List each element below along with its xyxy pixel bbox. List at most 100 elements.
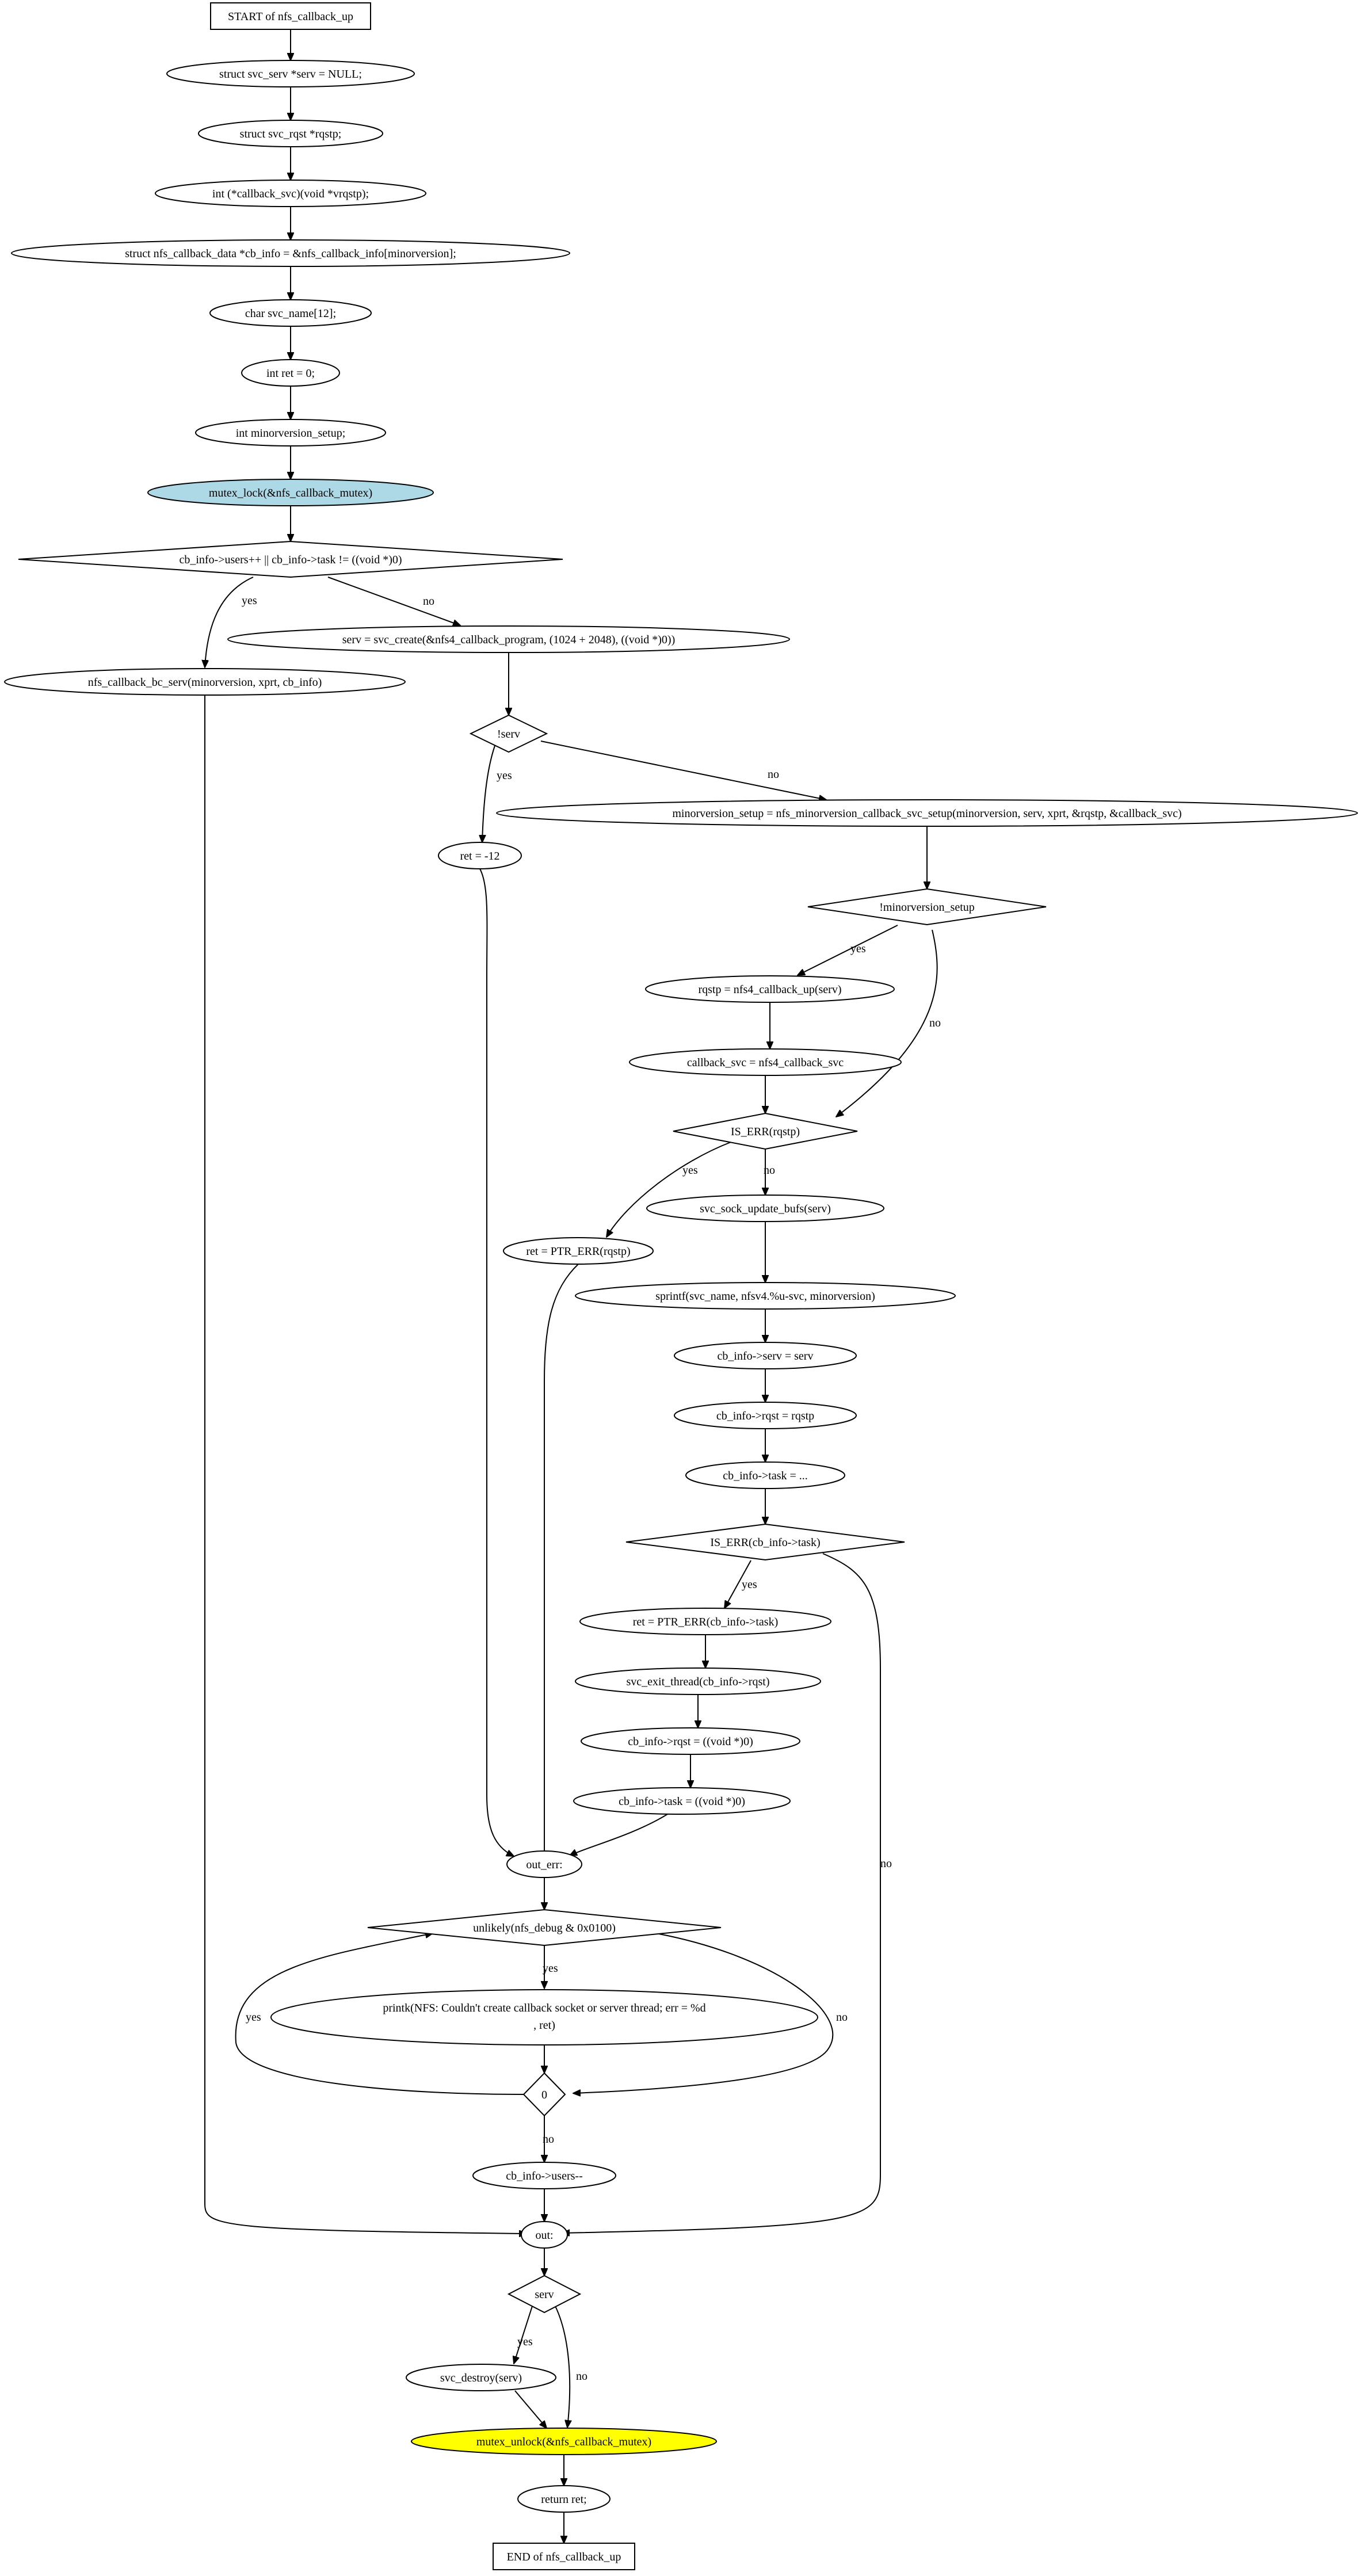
label-loop-yes: yes [246,2011,261,2024]
end-node: END of nfs_callback_up [493,2543,635,2570]
nodes: START of nfs_callback_up struct svc_serv… [4,2,1358,2570]
zero-decision: 0 [522,2072,566,2117]
rqstp-up-node: rqstp = nfs4_callback_up(serv) [645,975,895,1003]
edge-serv-check-no [555,2306,570,2428]
svc-name-decl-label: char svc_name[12]; [245,307,336,320]
cb-rqst-null-node: cb_info->rqst = ((void *)0) [581,1727,800,1755]
ret-ptr-err-rqstp-node: ret = PTR_ERR(rqstp) [503,1237,654,1265]
label-serv-yes: yes [497,769,512,782]
is-err-task-decision: IS_ERR(cb_info->task) [625,1523,905,1561]
label-users-yes: yes [242,594,257,607]
cb-task-node: cb_info->task = ... [685,1461,845,1489]
edge-is-err-task-yes [724,1560,751,1608]
label-task-yes: yes [742,1578,757,1591]
out-node: out: [521,2221,568,2249]
ret-decl-label: int ret = 0; [266,367,315,380]
return-ret-node: return ret; [517,2485,611,2513]
label-rqstp-no: no [764,1164,775,1177]
edge-destroy-to-unlock [514,2390,547,2428]
svc-destroy-label: svc_destroy(serv) [440,2372,522,2384]
unlikely-decision: unlikely(nfs_debug & 0x0100) [367,1909,722,1947]
svc-exit-thread-node: svc_exit_thread(cb_info->rqst) [575,1667,821,1695]
cb-rqst-label: cb_info->rqst = rqstp [716,1410,814,1422]
edge-serv-check-yes [514,2306,533,2364]
not-serv-decision: !serv [469,714,548,753]
cb-task-null-node: cb_info->task = ((void *)0) [573,1787,791,1815]
sprintf-label: sprintf(svc_name, nfsv4.%u-svc, minorver… [655,1290,875,1303]
label-serv-check-no: no [576,2370,587,2383]
edge-loop-yes [235,1933,525,2095]
sprintf-node: sprintf(svc_name, nfsv4.%u-svc, minorver… [575,1282,956,1310]
cb-rqst-null-label: cb_info->rqst = ((void *)0) [628,1735,753,1748]
label-rqstp-yes: yes [682,1164,698,1177]
out-err-node: out_err: [506,1850,582,1878]
label-unlikely-no: no [836,2011,848,2024]
edge-users-check-yes [205,577,254,667]
edge-labels: yes no yes no yes no yes no yes no yes n… [242,594,941,2383]
minorversion-setup-call-label: minorversion_setup = nfs_minorversion_ca… [672,807,1181,820]
not-minorversion-setup-label: !minorversion_setup [879,901,975,914]
edge-is-err-rqstp-yes [606,1142,731,1237]
svc-create-label: serv = svc_create(&nfs4_callback_program… [342,633,675,646]
ret-decl-node: int ret = 0; [241,359,340,387]
users-check-decision: cb_info->users++ || cb_info->task != ((v… [18,540,563,578]
serv-decl-label: struct svc_serv *serv = NULL; [219,68,362,81]
zero-label: 0 [541,2089,547,2101]
users-dec-label: cb_info->users-- [506,2170,582,2182]
svc-exit-thread-label: svc_exit_thread(cb_info->rqst) [627,1676,770,1688]
cb-task-label: cb_info->task = ... [723,1470,808,1482]
printk-label-line1: printk(NFS: Couldn't create callback soc… [383,2002,705,2014]
out-label: out: [535,2229,553,2242]
rqstp-up-label: rqstp = nfs4_callback_up(serv) [699,983,842,996]
edge-bc-serv-to-out [204,695,527,2234]
ret-ptr-err-task-label: ret = PTR_ERR(cb_info->task) [633,1616,779,1628]
mutex-lock-label: mutex_lock(&nfs_callback_mutex) [209,487,372,499]
rqstp-decl-label: struct svc_rqst *rqstp; [240,128,342,140]
cb-serv-label: cb_info->serv = serv [718,1350,814,1363]
start-label: START of nfs_callback_up [228,10,353,23]
minorversion-setup-call-node: minorversion_setup = nfs_minorversion_ca… [496,799,1358,827]
label-setup-yes: yes [850,942,866,955]
edge-not-serv-yes [482,745,495,842]
edge-is-err-task-no [562,1553,881,2233]
ret-minus12-node: ret = -12 [438,842,522,869]
serv-check-decision: serv [507,2274,582,2314]
ret-minus12-label: ret = -12 [460,850,499,863]
cb-info-decl-label: struct nfs_callback_data *cb_info = &nfs… [125,247,456,260]
svc-create-node: serv = svc_create(&nfs4_callback_program… [227,625,790,653]
edges [204,29,938,2543]
callback-svc-assign-node: callback_svc = nfs4_callback_svc [629,1048,902,1076]
serv-decl-node: struct svc_serv *serv = NULL; [166,60,415,87]
ret-ptr-err-rqstp-label: ret = PTR_ERR(rqstp) [526,1245,630,1258]
cb-info-decl-node: struct nfs_callback_data *cb_info = &nfs… [11,239,570,267]
edge-ret12-to-out-err [479,868,514,1856]
label-setup-no: no [929,1017,941,1029]
svc-destroy-node: svc_destroy(serv) [406,2364,556,2391]
edge-not-setup-no [836,929,938,1117]
not-serv-label: !serv [497,728,520,741]
bc-serv-label: nfs_callback_bc_serv(minorversion, xprt,… [88,676,322,689]
is-err-task-label: IS_ERR(cb_info->task) [710,1536,820,1549]
mutex-unlock-node: mutex_unlock(&nfs_callback_mutex) [411,2428,717,2455]
edge-not-setup-yes [798,925,898,975]
label-zero-no: no [543,2133,554,2146]
callback-svc-decl-node: int (*callback_svc)(void *vrqstp); [155,180,426,207]
printk-node: printk(NFS: Couldn't create callback soc… [270,1989,818,2045]
edge-not-serv-no [540,741,826,800]
out-err-label: out_err: [526,1858,562,1871]
start-node: START of nfs_callback_up [210,2,371,30]
edge-unlikely-no [573,1933,834,2093]
svc-sock-update-node: svc_sock_update_bufs(serv) [646,1194,884,1222]
edge-ptr-rqstp-to-out-err [544,1264,579,1852]
callback-svc-decl-label: int (*callback_svc)(void *vrqstp); [212,188,369,200]
is-err-rqstp-label: IS_ERR(rqstp) [731,1125,800,1138]
svc-name-decl-node: char svc_name[12]; [209,299,372,327]
label-task-no: no [880,1857,892,1870]
cb-serv-node: cb_info->serv = serv [674,1342,857,1369]
users-check-label: cb_info->users++ || cb_info->task != ((v… [179,554,402,566]
return-ret-label: return ret; [541,2493,586,2506]
label-users-no: no [423,595,434,608]
minorversion-setup-decl-node: int minorversion_setup; [195,419,386,446]
callback-svc-assign-label: callback_svc = nfs4_callback_svc [687,1056,844,1069]
